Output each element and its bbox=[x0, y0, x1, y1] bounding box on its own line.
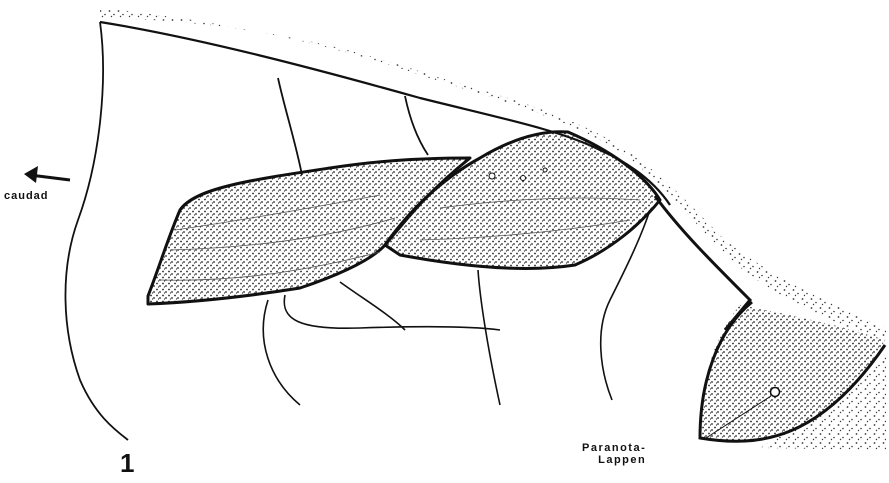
paranota-label-line1: Paranota- bbox=[582, 442, 646, 454]
body-outline-left bbox=[65, 22, 128, 440]
direction-label: caudad bbox=[4, 190, 49, 202]
segment-line-2 bbox=[405, 96, 428, 155]
paranota-pore bbox=[771, 388, 780, 397]
segment-line-6 bbox=[340, 282, 405, 330]
caudad-arrow-head bbox=[24, 166, 38, 183]
segment-line-4 bbox=[478, 270, 500, 405]
figure-number: 1 bbox=[120, 448, 134, 479]
paranota-label: Paranota- Lappen bbox=[582, 442, 646, 466]
plate-pore-3 bbox=[543, 168, 547, 172]
segment-line-7 bbox=[263, 300, 300, 405]
plate-pore-1 bbox=[489, 173, 495, 179]
segment-line-5 bbox=[284, 295, 500, 330]
plate-pore-2 bbox=[521, 176, 526, 181]
segment-line-1 bbox=[278, 78, 302, 175]
paranota-label-line2: Lappen bbox=[582, 454, 646, 466]
